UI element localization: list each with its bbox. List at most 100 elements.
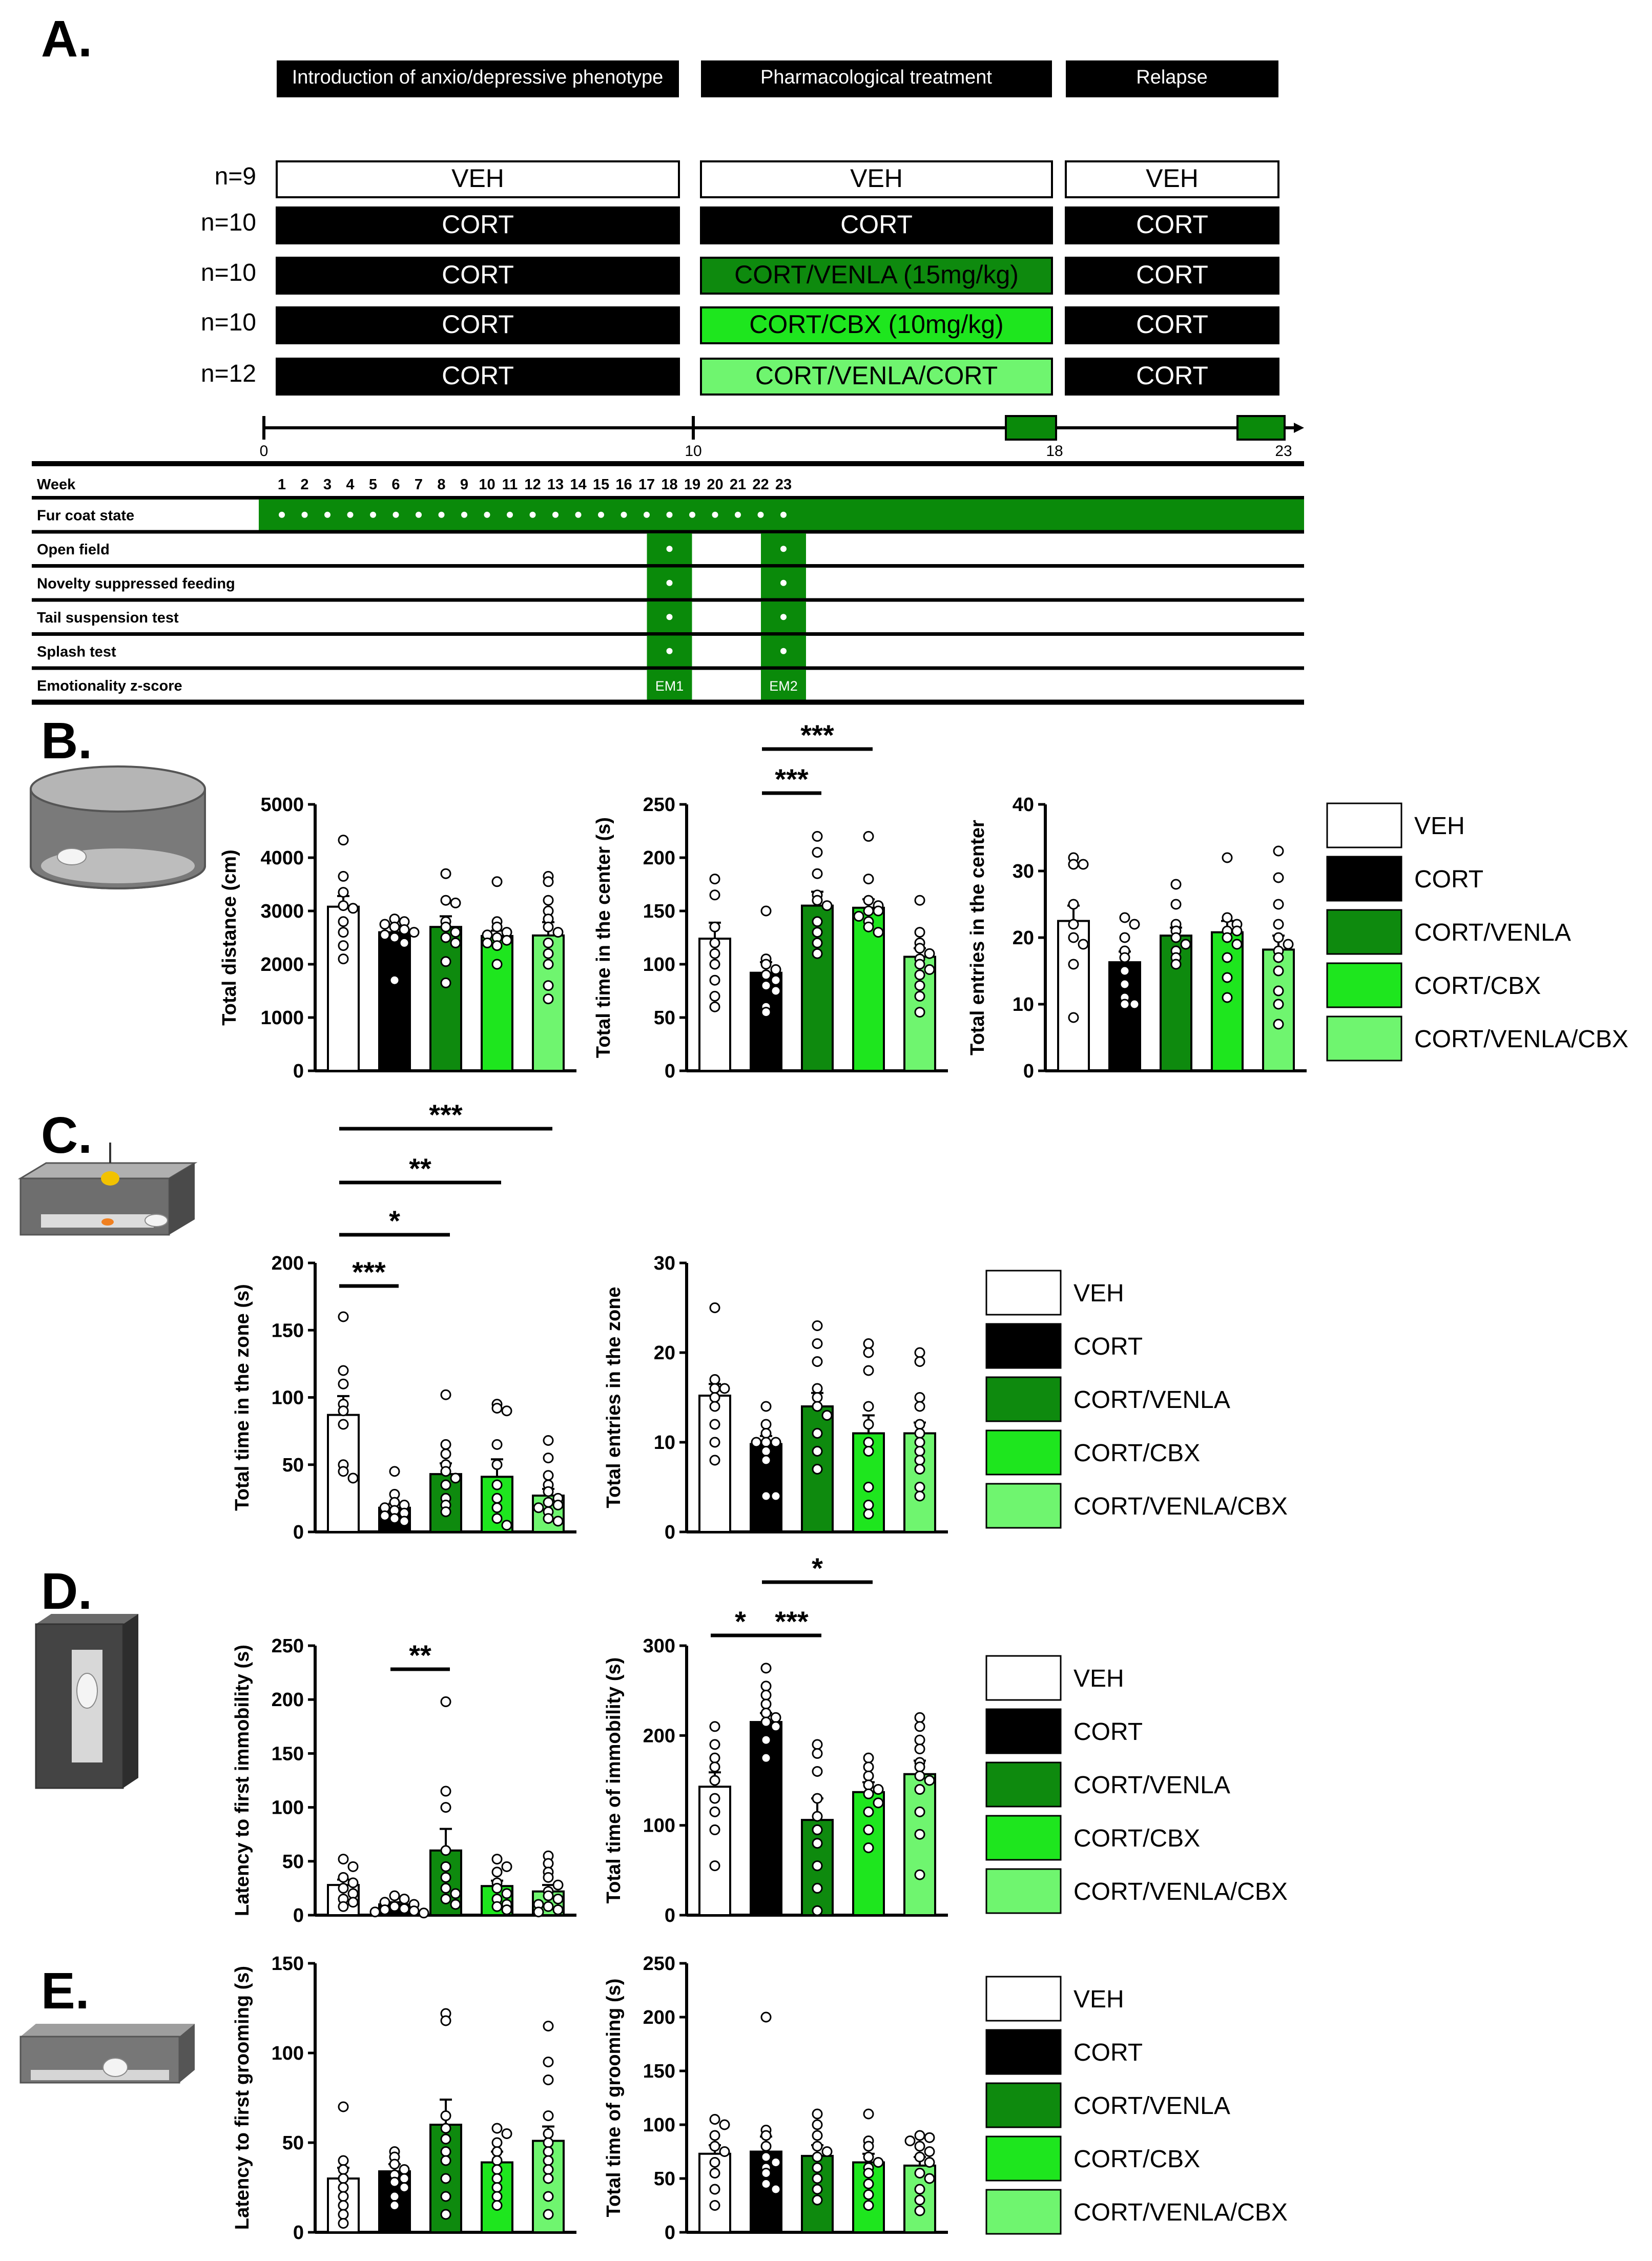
data-point bbox=[491, 940, 503, 951]
legend-label: CORT/CBX bbox=[1073, 1440, 1200, 1467]
data-point bbox=[924, 1775, 935, 1786]
schedule-dot bbox=[279, 511, 285, 518]
y-axis-label: Total time of immobility (s) bbox=[603, 1657, 625, 1904]
data-point bbox=[399, 1903, 410, 1914]
data-point bbox=[338, 2209, 349, 2220]
data-point bbox=[338, 927, 349, 938]
data-point bbox=[338, 900, 349, 911]
schedule-dot bbox=[324, 511, 331, 518]
data-point bbox=[873, 1784, 884, 1795]
data-point bbox=[1119, 912, 1130, 923]
data-point bbox=[491, 2164, 503, 2175]
data-point bbox=[1170, 899, 1182, 910]
data-point bbox=[1170, 879, 1182, 890]
data-point bbox=[914, 1007, 925, 1018]
y-tick-label: 0 bbox=[293, 1061, 304, 1082]
data-point bbox=[709, 1775, 720, 1786]
data-point bbox=[347, 1861, 359, 1872]
data-point bbox=[389, 932, 400, 943]
data-point bbox=[863, 1437, 874, 1448]
em-label: EM2 bbox=[769, 678, 798, 694]
data-point bbox=[1170, 932, 1182, 943]
nsf-illustration bbox=[17, 1143, 198, 1236]
data-point bbox=[1222, 932, 1233, 943]
data-point bbox=[338, 940, 349, 951]
schedule-dot bbox=[529, 511, 536, 518]
data-point bbox=[543, 1470, 554, 1481]
significance-label: * bbox=[812, 1552, 823, 1584]
y-tick-label: 50 bbox=[654, 2168, 675, 2190]
legend-label: CORT/VENLA bbox=[1073, 1386, 1230, 1414]
y-tick-label: 0 bbox=[665, 2222, 675, 2244]
week-number: 9 bbox=[460, 476, 468, 493]
data-point bbox=[760, 1716, 772, 1728]
data-point bbox=[812, 2141, 823, 2152]
schedule-dot bbox=[666, 614, 673, 620]
week-number: 3 bbox=[323, 476, 332, 493]
data-point bbox=[440, 868, 451, 879]
y-tick-label: 200 bbox=[643, 2007, 675, 2028]
data-point bbox=[873, 1797, 884, 1809]
schedule-dot bbox=[484, 511, 490, 518]
legend-label: VEH bbox=[1414, 813, 1465, 840]
legend-swatch bbox=[985, 1376, 1062, 1422]
data-point bbox=[770, 1490, 781, 1502]
data-point bbox=[543, 1453, 554, 1464]
data-point bbox=[440, 1466, 451, 1477]
data-point bbox=[914, 2168, 925, 2179]
data-point bbox=[770, 2157, 781, 2168]
data-point bbox=[914, 2151, 925, 2163]
y-tick-label: 150 bbox=[272, 1743, 304, 1765]
week-number: 5 bbox=[369, 476, 377, 493]
data-point bbox=[709, 959, 720, 970]
data-point bbox=[770, 1712, 781, 1723]
bar-cort-venla bbox=[429, 926, 462, 1072]
bar-cort bbox=[1108, 961, 1141, 1072]
data-point bbox=[863, 1806, 874, 1817]
y-axis-label: Total time of grooming (s) bbox=[603, 1979, 625, 2217]
data-point bbox=[347, 1472, 359, 1484]
data-point bbox=[1119, 952, 1130, 963]
data-point bbox=[863, 2200, 874, 2211]
data-point bbox=[709, 2130, 720, 2141]
data-point bbox=[482, 937, 493, 948]
panel-letter-d: D. bbox=[41, 1563, 92, 1620]
data-point bbox=[812, 895, 823, 906]
data-point bbox=[338, 1365, 349, 1376]
data-point bbox=[709, 889, 720, 901]
data-point bbox=[491, 1439, 503, 1450]
data-point bbox=[812, 1860, 823, 1872]
legend-label: CORT bbox=[1073, 2039, 1143, 2066]
legend-label: CORT bbox=[1073, 1333, 1143, 1360]
week-number: 17 bbox=[638, 476, 655, 493]
bar-cort-venla-cbx bbox=[903, 1773, 936, 1916]
schedule-dot bbox=[712, 511, 718, 518]
panel-letter-e: E. bbox=[41, 1962, 89, 2020]
data-point bbox=[338, 1405, 349, 1417]
data-point bbox=[338, 1419, 349, 1430]
data-point bbox=[821, 2146, 833, 2157]
data-point bbox=[760, 2011, 772, 2023]
data-point bbox=[709, 1419, 720, 1430]
data-point bbox=[543, 2137, 554, 2148]
data-point bbox=[543, 980, 554, 991]
data-point bbox=[440, 1448, 451, 1460]
data-point bbox=[914, 1784, 925, 1795]
data-point bbox=[1068, 1012, 1079, 1023]
data-point bbox=[369, 1906, 381, 1918]
data-point bbox=[543, 1497, 554, 1508]
data-point bbox=[1078, 939, 1089, 950]
legend-swatch bbox=[985, 1323, 1062, 1369]
legend-label: CORT/VENLA/CBX bbox=[1073, 1878, 1288, 1905]
data-point bbox=[338, 916, 349, 927]
data-point bbox=[338, 887, 349, 898]
data-point bbox=[440, 1786, 451, 1797]
y-tick-label: 3000 bbox=[260, 901, 304, 922]
data-point bbox=[389, 974, 400, 986]
schedule-dot bbox=[552, 511, 559, 518]
data-point bbox=[347, 1897, 359, 1908]
data-point bbox=[501, 1888, 512, 1899]
